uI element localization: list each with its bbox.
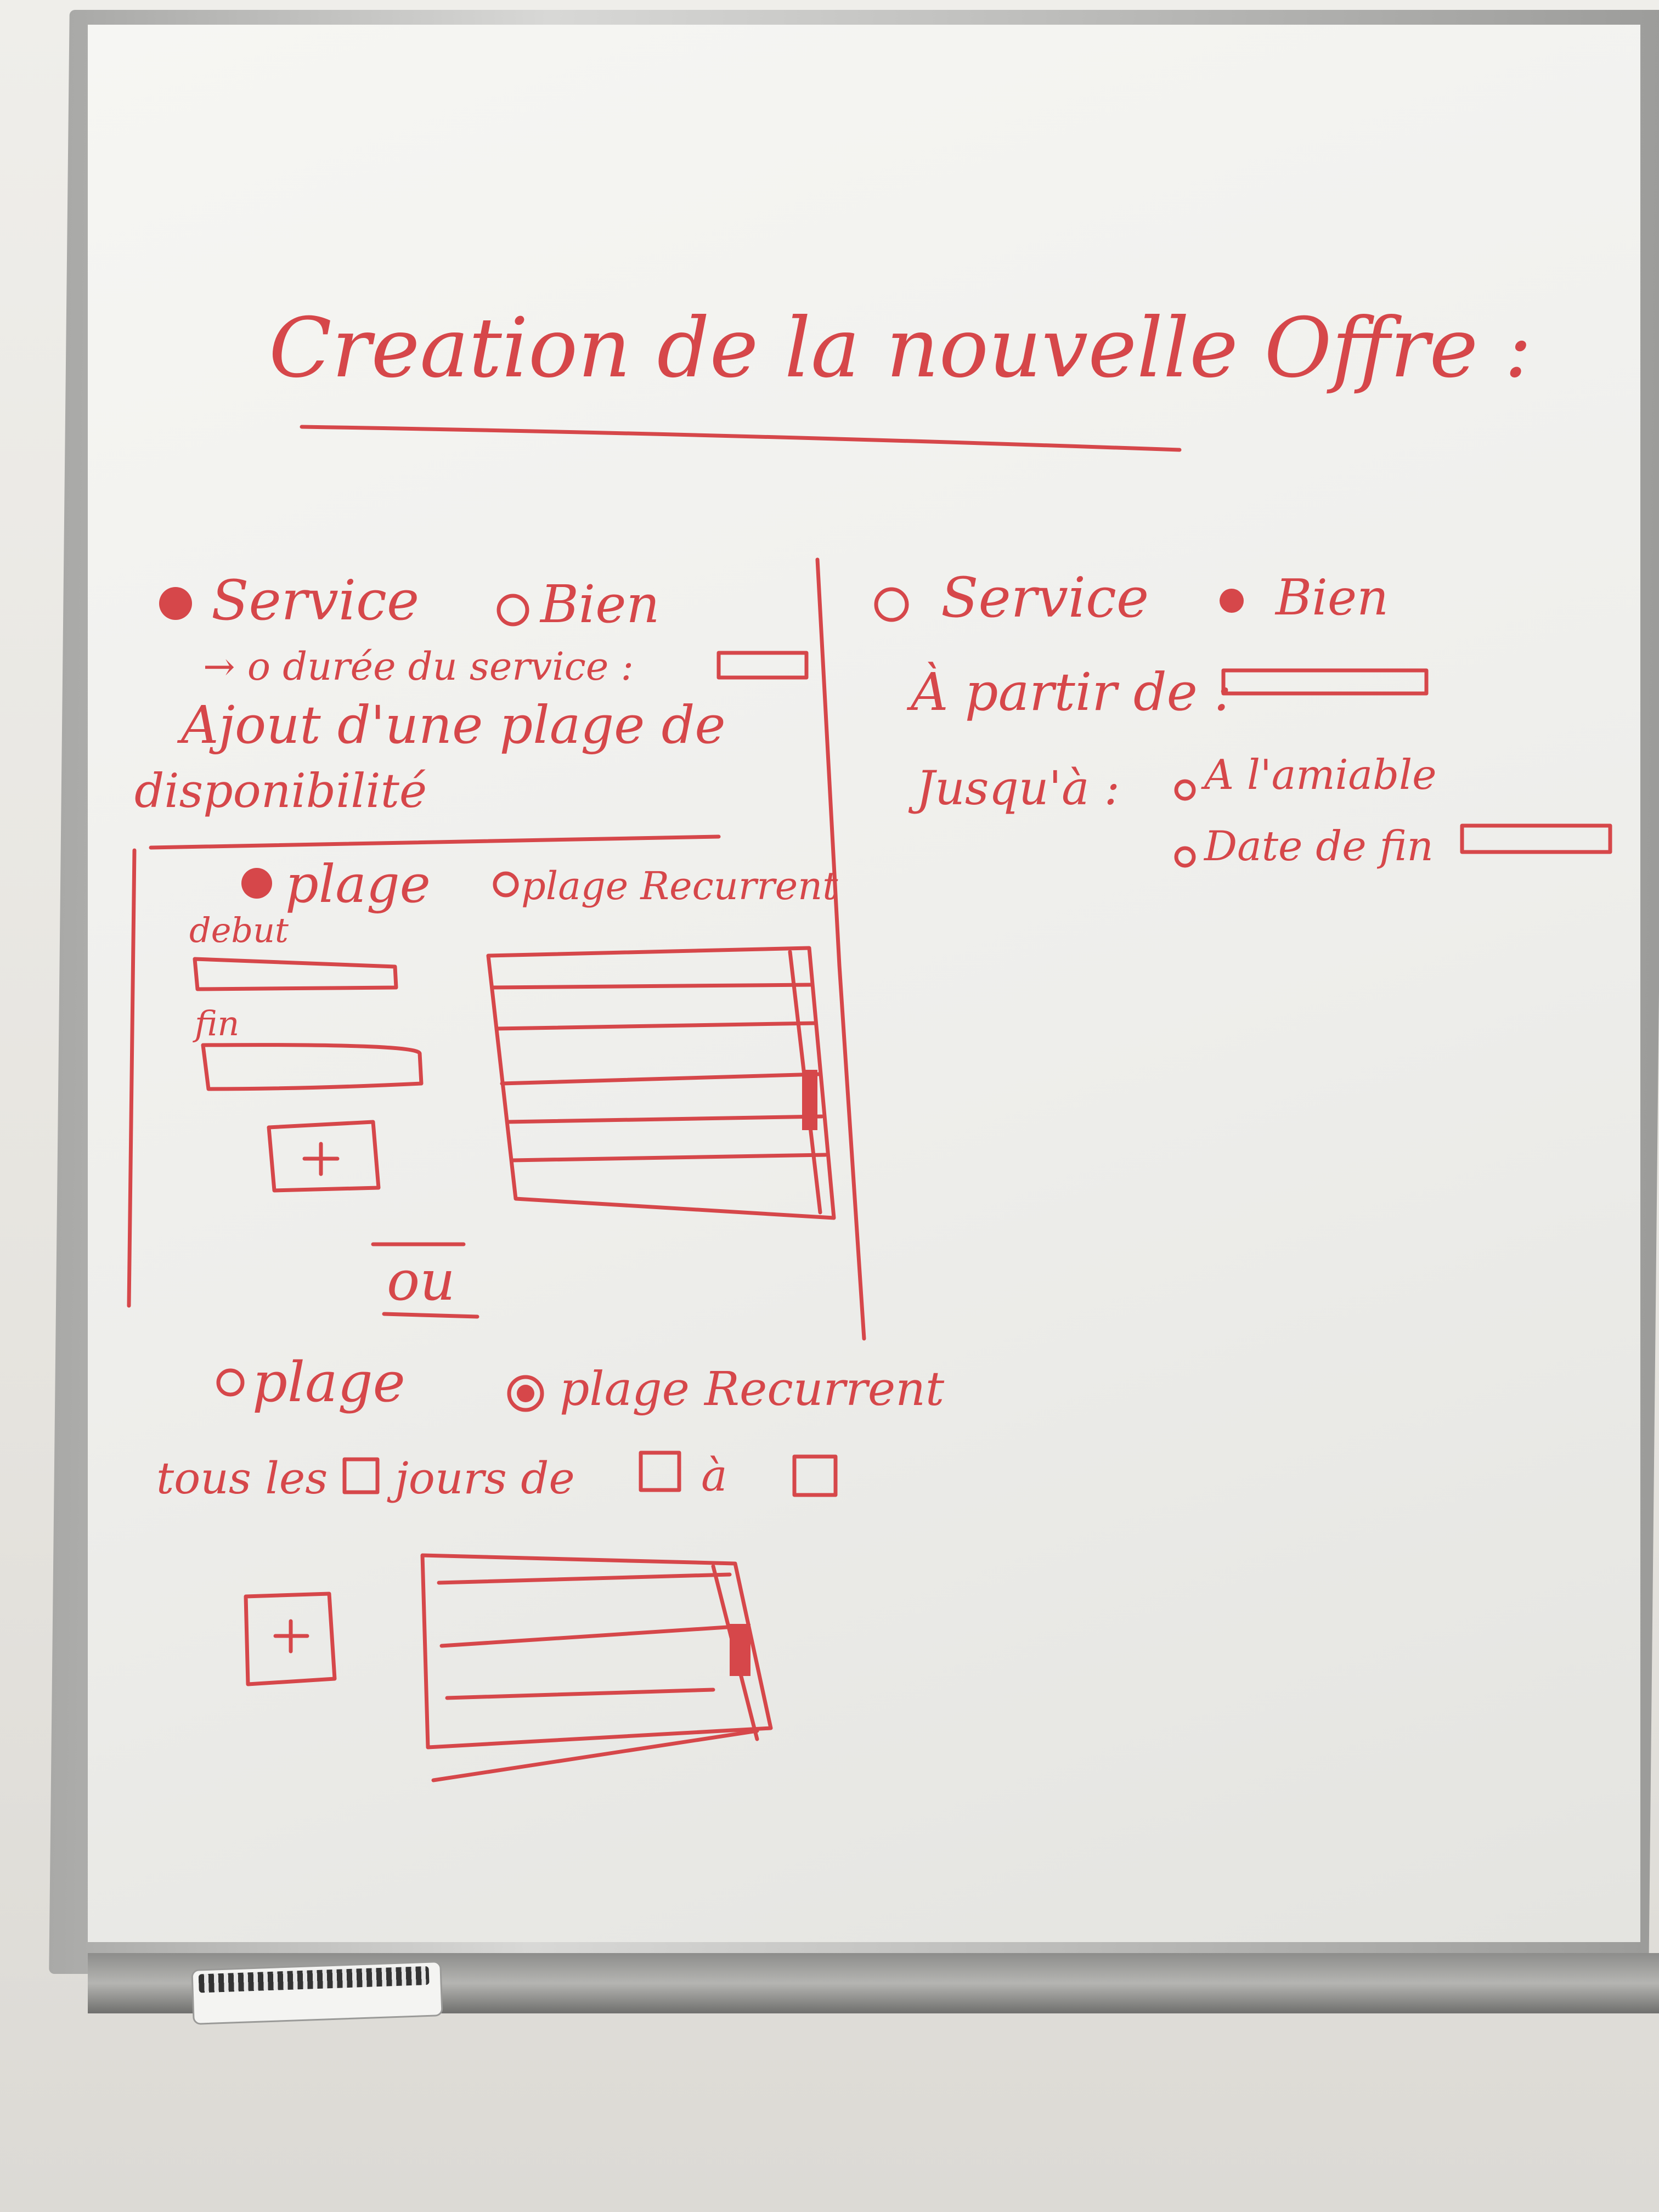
option-plage-recurrent-a-label[interactable]: plage Recurrent [521,864,838,909]
title-underline [300,425,1182,452]
option-date-fin-label[interactable]: Date de fin [1204,822,1434,870]
recurrence-text-part2: jours de [395,1453,575,1504]
end-label: fin [195,1003,240,1043]
range-table-1-outline [486,946,836,1220]
radio-dot-plage-recurrent-b [517,1385,534,1402]
whiteboard-surface [88,25,1640,1942]
start-input-box [193,957,398,991]
recurrence-text-part3: à [701,1450,727,1501]
end-date-input [1460,823,1612,854]
add-range-heading-line2: disponibilité [134,764,427,819]
section-rule [149,834,721,850]
option-plage-a-label[interactable]: plage [285,854,431,915]
add-range-heading-line1: Ajout d'une plage de [181,695,726,755]
option-plage-recurrent-b-label[interactable]: plage Recurrent [560,1362,945,1417]
option-bien-right-label[interactable]: Bien [1276,569,1389,627]
radio-ring-plage-recurrent-b [507,1375,544,1412]
radio-empty-bien-left [496,594,529,627]
left-bracket-line [127,848,137,1308]
end-input-box [201,1043,424,1091]
radio-filled-plage-a [241,868,272,899]
scroll-thumb-1 [802,1070,817,1130]
from-label: À partir de : [911,662,1232,723]
radio-empty-plage-b [216,1368,245,1397]
column-divider [815,557,866,1341]
radio-empty-service-right [874,587,909,622]
range-table-2-outline [420,1553,773,1750]
plus-glyph-1 [302,1142,340,1176]
radio-empty-plage-recurrent-a [493,871,519,898]
option-service-right-label[interactable]: Service [941,566,1149,630]
recurrence-text-part1: tous les [156,1453,328,1504]
scroll-thumb-2 [730,1624,751,1676]
plus-glyph-2 [273,1619,309,1654]
until-label: Jusqu'à : [916,761,1120,816]
range-table-2-rows [431,1572,759,1782]
option-service-left-label[interactable]: Service [211,568,420,633]
duration-label: → o durée du service : [203,644,634,689]
ou-rules [371,1242,479,1319]
range-table-1-rows [492,983,828,1163]
recurrence-to-box [792,1454,838,1497]
add-button-box-2 [244,1592,337,1686]
radio-filled-bien-right [1220,589,1244,613]
add-button-box-1 [267,1120,381,1193]
separator-ou: ou [387,1249,455,1313]
recurrence-every-box [342,1457,380,1494]
radio-empty-amiable [1174,779,1196,801]
radio-empty-date-fin [1174,846,1196,868]
duration-input-box [716,651,809,680]
page-title: Creation de la nouvelle Offre : [269,301,1532,396]
option-plage-b-label[interactable]: plage [252,1350,405,1414]
recurrence-from-box [639,1451,681,1492]
from-date-input [1221,668,1429,696]
start-label: debut [189,910,289,950]
radio-filled-service-left [159,587,192,620]
option-bien-left-label[interactable]: Bien [540,574,660,635]
option-amiable-label[interactable]: A l'amiable [1204,751,1437,799]
